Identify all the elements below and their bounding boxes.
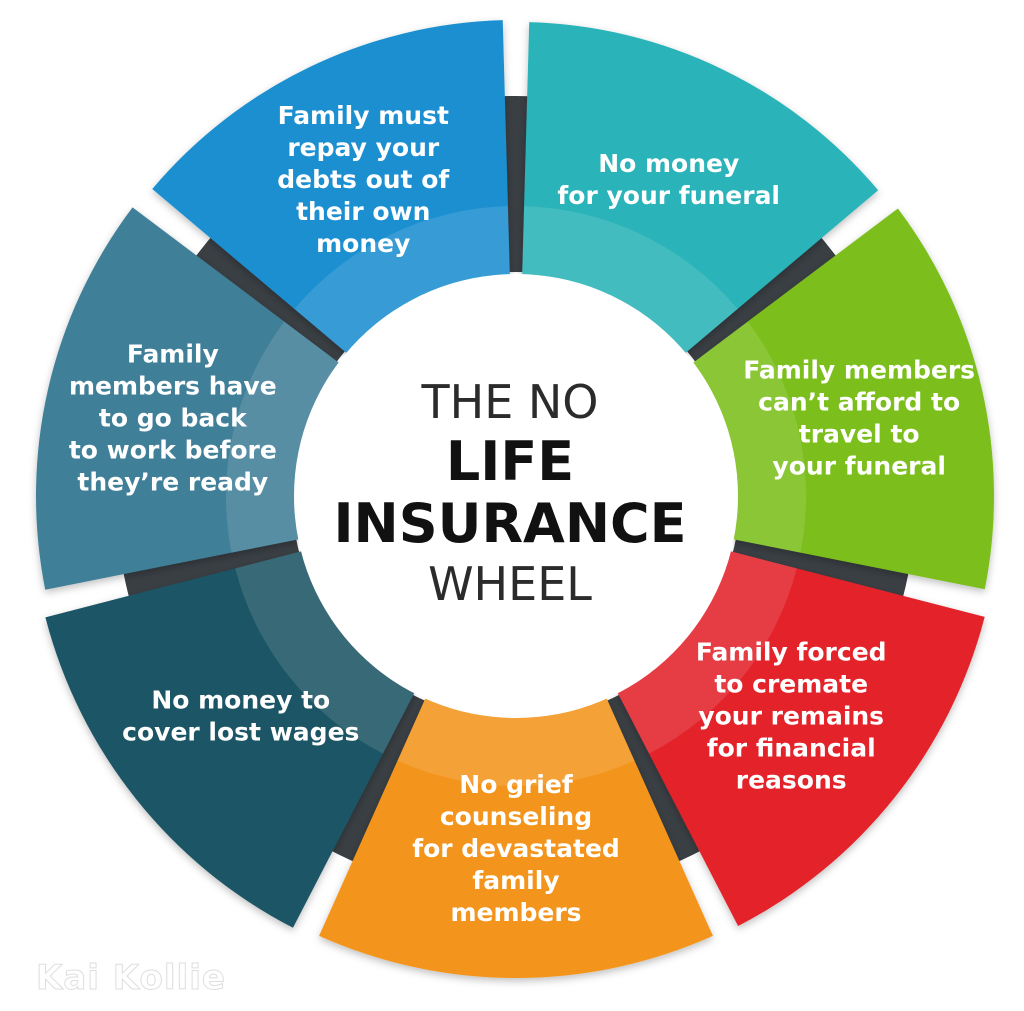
segment-label-line: counseling (440, 802, 592, 831)
segment-shape (522, 22, 879, 355)
segment-sheen (294, 206, 510, 355)
segment-label-line: your funeral (772, 452, 946, 481)
segment-label-line: can’t afford to (758, 388, 960, 417)
segment-shape (36, 207, 341, 590)
segment-label-line: reasons (736, 765, 847, 794)
segment-label-line: to work before (69, 436, 277, 465)
segment-label: No money to cover lost wages (122, 685, 359, 746)
segment-label-line: No money (598, 149, 739, 178)
segment-label: No grief counseling for devastated family me… (412, 770, 620, 927)
segment-label-line: family (472, 866, 559, 895)
segment-label-line: for devastated (412, 834, 620, 863)
segment-label: Family must repay your debts out of their o… (277, 101, 450, 258)
title-line-4: WHEEL (428, 557, 592, 611)
segment-shape (45, 550, 416, 928)
segment-label: Family members have to go back to work befo… (69, 340, 277, 497)
segment-label-line: No money to (151, 685, 330, 714)
segment-label-line: to go back (99, 404, 248, 433)
segment-shape (691, 208, 994, 590)
segment-label-line: Family forced (696, 637, 887, 666)
segment-label-line: cover lost wages (122, 717, 359, 746)
segment-label-line: No grief (459, 770, 574, 799)
segment-label-line: their own (296, 197, 430, 226)
segment-label: Family members can’t afford to travel to yo… (743, 356, 975, 481)
wheel-segment: Family must repay your debts out of their o… (152, 20, 510, 355)
segment-label-line: debts out of (277, 165, 450, 194)
segment-label-line: Family must (278, 101, 449, 130)
segment-label-line: for your funeral (557, 181, 780, 210)
segment-sheen (235, 550, 416, 754)
segment-label-line: money (316, 229, 410, 258)
wheel-segment: No money for your funeral (522, 22, 879, 355)
segment-label-line: members (450, 898, 581, 927)
center-title: THE NO LIFE INSURANCE WHEEL (333, 375, 686, 611)
segment-sheen (691, 321, 806, 553)
wheel-segment: Family members have to go back to work befo… (36, 207, 341, 590)
wheel-segment: No grief counseling for devastated family me… (319, 696, 713, 979)
center-hub (294, 274, 738, 718)
segment-label-line: to cremate (714, 669, 868, 698)
segment-shape (152, 20, 510, 355)
segment-sheen (522, 206, 738, 355)
title-line-1: THE NO (421, 375, 599, 429)
wheel-segment: Family forced to cremate your remains for f… (616, 550, 985, 927)
segment-label-line: Family (127, 340, 219, 369)
wheel-segment: No money to cover lost wages (45, 550, 416, 928)
segment-label-line: travel to (799, 420, 920, 449)
title-line-3: INSURANCE (333, 492, 686, 555)
segment-label-line: members have (69, 372, 277, 401)
segment-shape (616, 550, 985, 927)
segment-label-line: your remains (698, 701, 884, 730)
segment-label: Family forced to cremate your remains for f… (696, 637, 887, 794)
segment-sheen (616, 550, 797, 754)
segment-label-line: Family members (743, 356, 975, 385)
segment-label-line: they’re ready (77, 468, 268, 497)
segment-label-line: for financial (707, 733, 876, 762)
segment-sheen (226, 321, 341, 553)
segment-label: No money for your funeral (557, 149, 780, 210)
segment-shape (319, 696, 713, 979)
segment-label-line: repay your (287, 133, 440, 162)
title-line-2: LIFE (446, 430, 574, 493)
watermark-text: Kai Kollie (36, 958, 226, 999)
segment-sheen (397, 696, 635, 787)
wheel-segment: Family members can’t afford to travel to yo… (691, 208, 994, 590)
